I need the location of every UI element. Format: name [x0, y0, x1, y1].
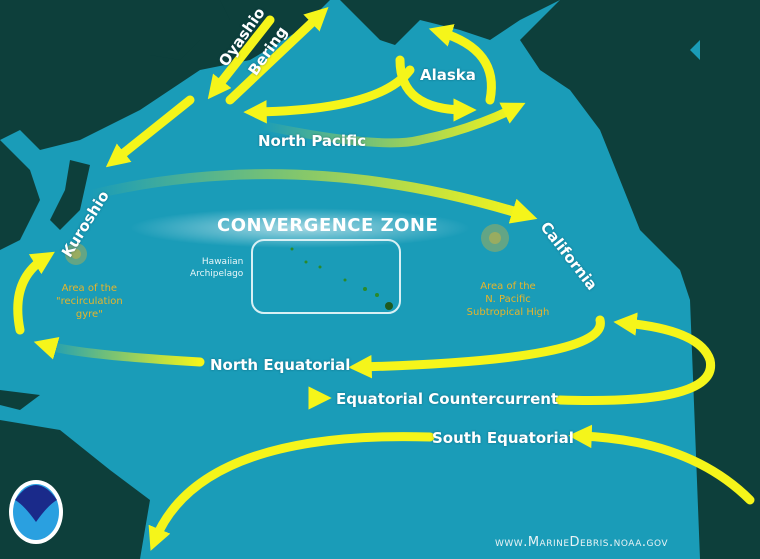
- hawaii-line2: Archipelago: [190, 269, 244, 279]
- label-convergence-zone: CONVERGENCE ZONE: [217, 215, 439, 236]
- hawaii-line1: Hawaiian: [201, 257, 244, 267]
- arrow-south-west: [148, 432, 435, 551]
- arrow-bering: [225, 6, 329, 105]
- label-south-equatorial: South Equatorial: [432, 429, 574, 447]
- arrow-north-pacific: [255, 102, 526, 148]
- label-alaska: Alaska: [420, 66, 476, 84]
- label-north-pacific: North Pacific: [258, 132, 367, 150]
- arrow-south-equatorial: [568, 424, 755, 505]
- arrow-japan: [105, 95, 195, 168]
- hawaii-inset-box: [251, 239, 401, 314]
- arrow-kuroshio: [13, 251, 55, 335]
- arrow-north-equatorial-west: [33, 336, 205, 367]
- recirc-line1: Area of the: [61, 283, 118, 294]
- sth-line1: Area of the: [480, 281, 536, 292]
- label-subtropical-high: Area of the N. Pacific Subtropical High: [458, 280, 558, 319]
- debris-patches: [65, 224, 509, 265]
- sth-line2: N. Pacific: [485, 294, 531, 305]
- arrow-alaska-gyre: [428, 24, 496, 105]
- arrow-gyre-top: [85, 169, 538, 224]
- arrow-oyashio: [207, 15, 275, 100]
- current-arrows: [13, 6, 755, 551]
- website-url[interactable]: www.MarineDebris.noaa.gov: [495, 535, 669, 550]
- arrow-alaska-inner: [395, 55, 477, 122]
- label-recirculation-gyre: Area of the "recirculation gyre": [56, 282, 123, 321]
- recirc-line3: gyre": [75, 309, 103, 320]
- hawaiian-islands: [290, 247, 393, 310]
- label-equatorial-countercurrent: Equatorial Countercurrent: [336, 390, 559, 408]
- label-hawaiian-archipelago: Hawaiian Archipelago: [190, 256, 243, 280]
- sth-line3: Subtropical High: [466, 307, 550, 318]
- convergence-zone-band: [130, 208, 470, 248]
- label-north-equatorial: North Equatorial: [210, 356, 351, 374]
- arrow-east-loop: [555, 312, 716, 405]
- arrow-north-equatorial-east: [348, 315, 605, 379]
- recirc-line2: "recirculation: [56, 296, 123, 307]
- noaa-logo: [9, 480, 63, 544]
